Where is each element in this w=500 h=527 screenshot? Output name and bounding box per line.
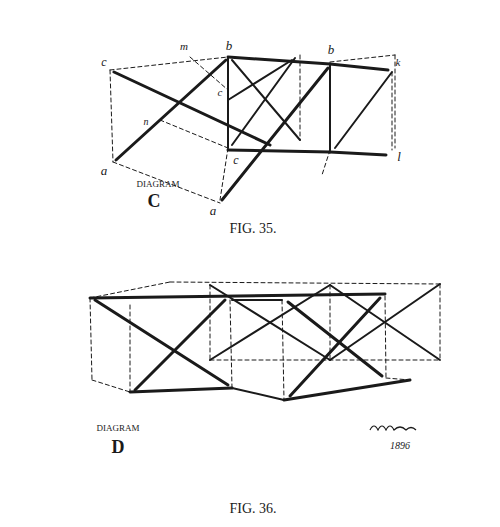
diagram-d-frame [90,282,440,400]
signature: 1896 [390,441,410,451]
point-letter: c [233,154,238,166]
point-letter: a [101,164,108,177]
diagram-c-frame [110,55,395,203]
diagram-title: C [148,192,161,210]
figure-caption: FIG. 35. [229,222,276,236]
point-letter: m [180,41,188,52]
point-letter: a [210,204,217,217]
diagram-title: DIAGRAM [136,180,179,189]
point-letter: k [396,57,401,68]
signature-scribble [370,426,416,430]
point-letter: l [397,150,401,163]
point-letter: c [218,87,223,98]
figure-caption: FIG. 36. [229,502,276,516]
point-letter: b [328,43,335,56]
point-letter: c [101,56,106,68]
diagram-title: D [112,438,125,456]
diagram-title: DIAGRAM [96,424,139,433]
point-letter: n [144,117,149,127]
point-letter: b [226,39,233,52]
